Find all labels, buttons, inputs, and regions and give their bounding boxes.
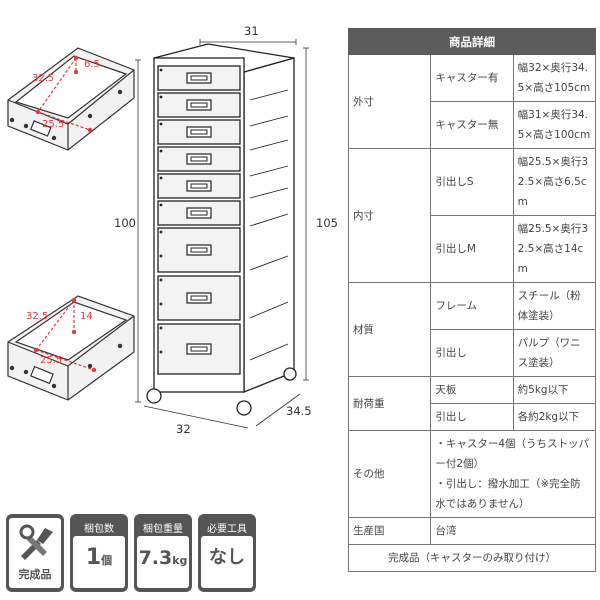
spec-row: その他 ・キャスター4個（うちストッパー付2個） ・引出し：撥水加工（※完全防水… (347, 430, 596, 518)
drawer-medium-depth: 32.5 (26, 311, 49, 322)
spec-other-line: ・キャスター4個（うちストッパー付2個） (435, 438, 590, 470)
dimension-depth-bottom: 34.5 (286, 404, 312, 418)
spec-row: 外寸 キャスター有 幅32×奥行34.5×高さ105cm (347, 54, 597, 149)
spec-category-origin: 生産国 (347, 517, 432, 545)
spec-value: 幅25.5×奥行32.5×高さ6.5cm (512, 148, 597, 216)
spec-other-notes: ・キャスター4個（うちストッパー付2個） ・引出し：撥水加工（※完全防水ではあり… (430, 430, 596, 518)
spec-label: キャスター有 (430, 54, 514, 102)
spec-value: 幅31×奥行34.5×高さ100cm (512, 101, 597, 149)
drawer-medium-width: 25.5 (40, 355, 63, 366)
spec-label: キャスター無 (430, 101, 514, 149)
drawer-medium-illustration (7, 295, 135, 401)
drawer-small-illustration (7, 47, 135, 151)
spec-table: 商品詳細 外寸 キャスター有 幅32×奥行34.5×高さ105cm キャスター無… (347, 28, 597, 572)
spec-row: 内寸 引出しS 幅25.5×奥行32.5×高さ6.5cm (347, 148, 597, 283)
spec-row: 材質 フレーム スチール（粉体塗装） (347, 282, 597, 377)
spec-label: フレーム (430, 282, 514, 330)
spec-label: 引出し (430, 403, 514, 431)
spec-value: スチール（粉体塗装） (512, 282, 597, 330)
spec-row: キャスター無 幅31×奥行34.5×高さ100cm (349, 101, 597, 149)
spec-value: 約5kg以下 (512, 376, 597, 404)
badge-tools-caption: 必要工具 (207, 524, 247, 535)
spec-other-line: ・引出し：撥水加工（※完全防水ではありません） (435, 478, 581, 510)
badge-package-weight: 梱包重量 7.3kg (134, 514, 192, 592)
drawer-small-width: 25.5 (42, 119, 65, 130)
spec-header: 商品詳細 (348, 28, 596, 55)
badge-package-caption: 梱包数 (84, 524, 114, 535)
spec-footer-row: 完成品（キャスターのみ取り付け） (348, 544, 596, 572)
spec-row: 生産国 台湾 (347, 517, 596, 545)
badge-package-value: 1個 (73, 536, 125, 583)
spec-row: 耐荷重 天板 約5kg以下 (347, 376, 597, 431)
spec-footer: 完成品（キャスターのみ取り付け） (348, 544, 596, 572)
spec-header-row: 商品詳細 (348, 28, 596, 55)
badge-weight-value: 7.3kg (137, 536, 189, 583)
spec-category-inner: 内寸 (347, 148, 432, 283)
drawer-medium-measures (33, 297, 97, 373)
spec-label: 引出しS (430, 148, 514, 216)
badge-finished-label: 完成品 (18, 568, 52, 581)
drawer-small-measures (35, 55, 93, 133)
spec-value: 幅32×奥行34.5×高さ105cm (512, 54, 597, 102)
dimension-height-right: 105 (316, 216, 338, 230)
package-unit: 個 (101, 554, 113, 567)
package-count: 1 (85, 545, 102, 570)
spec-value: 各約2kg以下 (512, 403, 597, 431)
spec-value: 台湾 (430, 517, 596, 545)
spec-category-other: その他 (347, 430, 432, 518)
cabinet-illustration (146, 43, 297, 416)
drawer-medium-height: 14 (80, 311, 93, 322)
badge-package-count: 梱包数 1個 (70, 514, 128, 592)
badge-tools: 必要工具 なし (198, 514, 256, 592)
dimension-lines (135, 39, 309, 429)
badge-weight-caption: 梱包重量 (143, 524, 183, 535)
spec-value: 幅25.5×奥行32.5×高さ14cm (512, 215, 597, 283)
dimension-width-top: 31 (244, 24, 259, 38)
weight-unit: kg (172, 554, 188, 567)
weight-number: 7.3 (138, 547, 173, 569)
spec-label: 引出し (430, 329, 514, 377)
spec-category-size: 外寸 (347, 54, 432, 149)
spec-category-load: 耐荷重 (347, 376, 432, 431)
spec-label: 天板 (430, 376, 514, 404)
drawer-small-height: 6.5 (84, 59, 100, 70)
dimension-height-left: 100 (114, 216, 136, 230)
badge-finished: 完成品 (6, 514, 64, 592)
badge-tools-value: なし (209, 547, 245, 568)
tools-icon (19, 524, 53, 560)
spec-label: 引出しM (430, 215, 514, 283)
dimension-width-bottom: 32 (176, 422, 191, 436)
spec-category-material: 材質 (347, 282, 432, 377)
drawer-small-depth: 32.5 (32, 73, 55, 84)
spec-value: パルプ（ワニス塗装） (512, 329, 597, 377)
